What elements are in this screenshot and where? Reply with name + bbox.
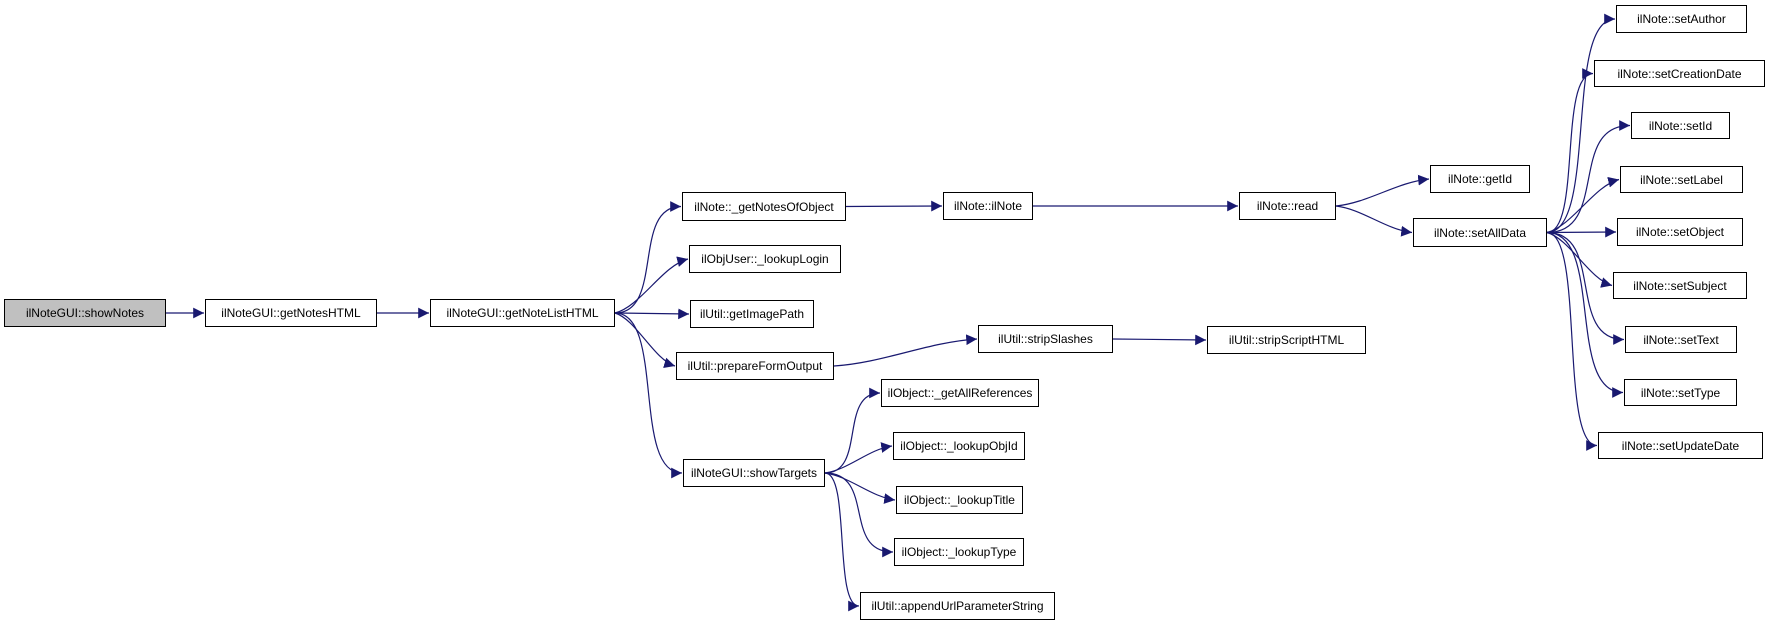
call-edge-getnotelisthtml-to-getnotesofobject xyxy=(614,201,682,314)
call-edge-showtargets-to-lookupobjid xyxy=(824,442,893,474)
graph-node-appendurlparam[interactable]: ilUtil::appendUrlParameterString xyxy=(860,592,1055,620)
graph-node-getnoteshtml[interactable]: ilNoteGUI::getNotesHTML xyxy=(205,299,377,327)
graph-node-lookuptype[interactable]: ilObject::_lookupType xyxy=(894,538,1024,566)
graph-node-stripslashes[interactable]: ilUtil::stripSlashes xyxy=(978,325,1113,353)
graph-node-setupdatedate[interactable]: ilNote::setUpdateDate xyxy=(1598,432,1763,459)
call-edge-setalldata-to-settype xyxy=(1546,231,1624,398)
graph-node-lookuptitle[interactable]: ilObject::_lookupTitle xyxy=(896,486,1023,514)
graph-node-settext[interactable]: ilNote::setText xyxy=(1625,326,1737,353)
graph-node-setlabel[interactable]: ilNote::setLabel xyxy=(1620,166,1743,193)
call-edge-prepareformoutput-to-stripslashes xyxy=(833,334,978,367)
graph-node-setobject[interactable]: ilNote::setObject xyxy=(1617,218,1743,246)
call-edge-stripslashes-to-stripscripthtml xyxy=(1112,334,1207,346)
graph-node-settype[interactable]: ilNote::setType xyxy=(1624,379,1737,406)
graph-node-ilnote[interactable]: ilNote::ilNote xyxy=(943,192,1033,220)
call-edge-getnotesofobject-to-ilnote xyxy=(845,200,943,212)
graph-node-lookuplogin[interactable]: ilObjUser::_lookupLogin xyxy=(689,245,841,273)
graph-node-stripscripthtml[interactable]: ilUtil::stripScriptHTML xyxy=(1207,326,1366,354)
call-edge-getnotelisthtml-to-showtargets xyxy=(614,312,683,479)
graph-node-read[interactable]: ilNote::read xyxy=(1239,192,1336,220)
call-edge-getnotelisthtml-to-prepareformoutput xyxy=(614,312,676,369)
call-edge-setalldata-to-setupdatedate xyxy=(1546,231,1598,451)
call-edge-read-to-getid xyxy=(1335,174,1430,207)
graph-node-prepareformoutput[interactable]: ilUtil::prepareFormOutput xyxy=(676,352,834,380)
call-edge-setalldata-to-setobject xyxy=(1546,226,1617,238)
graph-node-getnotesofobject[interactable]: ilNote::_getNotesOfObject xyxy=(682,192,846,221)
call-edge-setalldata-to-setlabel xyxy=(1546,176,1620,234)
call-edge-read-to-setalldata xyxy=(1335,205,1413,237)
graph-node-setid[interactable]: ilNote::setId xyxy=(1631,112,1730,139)
call-edge-getnotelisthtml-to-lookuplogin xyxy=(614,256,689,314)
graph-node-setauthor[interactable]: ilNote::setAuthor xyxy=(1616,5,1747,33)
graph-node-showtargets[interactable]: ilNoteGUI::showTargets xyxy=(683,459,825,487)
call-edge-showtargets-to-lookuptitle xyxy=(824,472,896,504)
call-edge-setalldata-to-settext xyxy=(1546,231,1625,345)
graph-node-shownotes[interactable]: ilNoteGUI::showNotes xyxy=(4,299,166,327)
graph-node-getimagepath[interactable]: ilUtil::getImagePath xyxy=(690,300,814,328)
graph-node-setalldata[interactable]: ilNote::setAllData xyxy=(1413,218,1547,247)
call-edge-getnotelisthtml-to-getimagepath xyxy=(614,308,690,320)
call-edge-setalldata-to-setauthor xyxy=(1546,13,1616,234)
call-edge-showtargets-to-lookuptype xyxy=(824,472,894,558)
call-edge-setalldata-to-setcreationdate xyxy=(1546,68,1594,234)
call-edge-showtargets-to-appendurlparam xyxy=(824,472,860,612)
call-edge-showtargets-to-getallreferences xyxy=(824,387,881,474)
call-edge-setalldata-to-setid xyxy=(1546,120,1631,234)
graph-node-getallreferences[interactable]: ilObject::_getAllReferences xyxy=(881,379,1039,407)
graph-node-getnotelisthtml[interactable]: ilNoteGUI::getNoteListHTML xyxy=(430,299,615,327)
graph-node-getid[interactable]: ilNote::getId xyxy=(1430,165,1530,193)
graph-node-setcreationdate[interactable]: ilNote::setCreationDate xyxy=(1594,60,1765,87)
graph-node-lookupobjid[interactable]: ilObject::_lookupObjId xyxy=(893,432,1025,460)
graph-node-setsubject[interactable]: ilNote::setSubject xyxy=(1613,272,1747,299)
